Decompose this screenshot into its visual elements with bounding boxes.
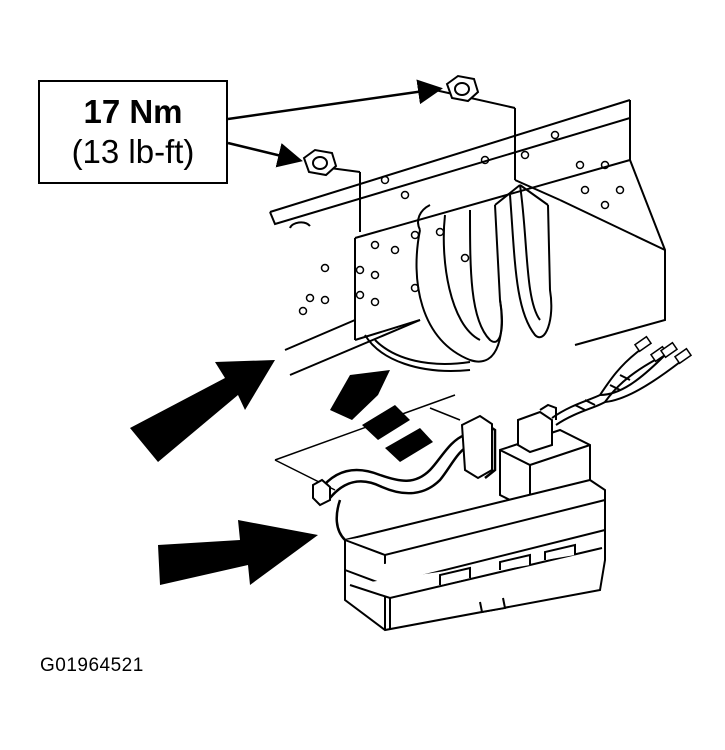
mounting-plate [274, 394, 461, 491]
frame-holes [298, 130, 625, 316]
wire-harness [551, 349, 681, 426]
direction-arrow-lower-left [158, 520, 318, 585]
leader-arrows [227, 79, 443, 168]
torque-metric: 17 Nm [83, 93, 183, 130]
figure-id: G01964521 [40, 655, 144, 676]
control-module [344, 478, 606, 632]
torque-imperial: (13 lb-ft) [71, 133, 195, 170]
frame-rail [269, 89, 666, 376]
support-bracket [364, 184, 553, 372]
direction-arrow-bar-1 [362, 405, 410, 440]
direction-arrow-up [330, 370, 390, 420]
wire-connectors [633, 335, 693, 365]
nut-upper [445, 74, 480, 103]
nut-lower [302, 148, 338, 177]
torque-spec-box: 17 Nm (13 lb-ft) [38, 80, 228, 184]
direction-arrow-bar-2 [385, 428, 433, 462]
bracket-clip [312, 414, 493, 507]
direction-arrow-upper-left [130, 360, 275, 462]
wiring-bracket [319, 418, 497, 541]
